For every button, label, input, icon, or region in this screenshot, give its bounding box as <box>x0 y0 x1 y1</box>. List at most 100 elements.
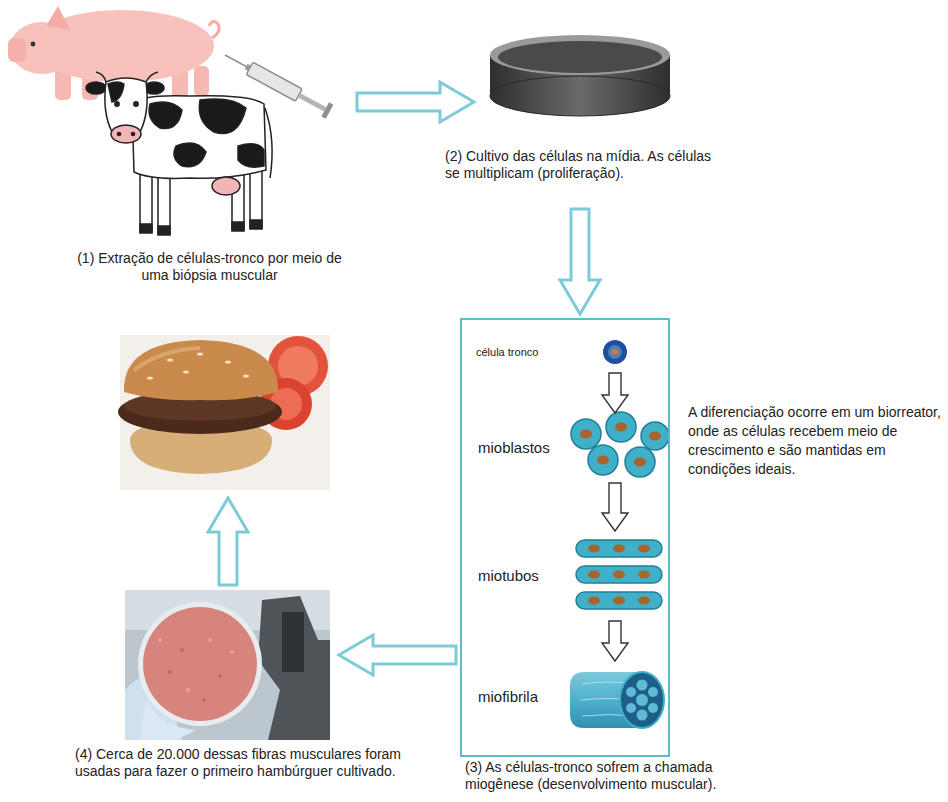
cultured-meat-photo-part <box>230 650 234 654</box>
cow-figure-part <box>250 166 262 228</box>
myoblast-cells-part <box>571 419 601 449</box>
flow-arrow <box>208 498 248 585</box>
cow-figure-part <box>199 99 246 134</box>
flow-arrow <box>602 373 628 413</box>
myoblast-cells <box>571 412 669 477</box>
hamburger-photo-part <box>134 348 200 370</box>
note-text: A diferenciação ocorre em um biorreator,… <box>688 403 942 479</box>
syringe-figure-part <box>225 55 248 67</box>
cow-figure-part <box>158 226 170 235</box>
myoblast-cells-part <box>580 430 592 439</box>
stage-row: célula tronco <box>472 336 667 370</box>
step-caption: (3) As células-tronco sofrem a chamada m… <box>465 759 765 793</box>
syringe-figure <box>221 48 333 119</box>
myotube-cells-part <box>613 597 625 605</box>
hamburger-photo-part <box>225 360 231 363</box>
step-panel: (2) Cultivo das células na mídia. As cél… <box>478 15 698 205</box>
cultured-meat-photo-part <box>282 612 304 672</box>
myoblast-cells-part <box>588 445 618 475</box>
stage-label: mioblastos <box>478 439 550 457</box>
cow-figure-part <box>265 108 272 178</box>
cultured-meat-photo-part <box>258 596 330 740</box>
myotube-cells-part <box>588 571 600 579</box>
bioreactor-box: célula tronco mioblastos miotubos miofibril… <box>460 318 670 757</box>
myotube-cells-part <box>588 545 600 553</box>
cow-figure-part <box>115 102 119 106</box>
cultured-meat-photo-part <box>180 648 184 652</box>
flow-arrow <box>602 483 628 531</box>
pig-figure-part <box>172 68 188 98</box>
cow-figure-part <box>146 72 158 82</box>
petri-dish <box>490 35 670 116</box>
syringe-figure-part <box>245 64 251 71</box>
hamburger-photo-part <box>243 374 249 377</box>
pig-figure-part <box>55 68 71 100</box>
stem-cell-part <box>608 345 622 359</box>
cow-figure-part <box>232 222 244 231</box>
cow-figure-part <box>238 144 264 167</box>
myotube-cells-part <box>638 545 650 553</box>
myoblast-cells-part <box>634 458 646 467</box>
syringe-figure-part <box>298 93 327 112</box>
stage-row: miotubos <box>472 534 667 618</box>
hamburger-photo-part <box>270 388 302 420</box>
cultured-meat-photo-part <box>208 638 212 642</box>
cultured-meat-photo-part <box>202 698 206 702</box>
myotube-cells-part <box>576 566 662 583</box>
cultured-meat-photo-part <box>143 607 257 721</box>
myofibril-part <box>648 687 658 697</box>
cow-figure <box>86 72 272 235</box>
hamburger-photo-part <box>268 336 328 396</box>
cow-figure-part <box>117 132 120 135</box>
cultured-meat-photo-part <box>125 590 330 740</box>
hamburger-photo-part <box>124 340 278 400</box>
myoblast-cells-part <box>597 456 609 465</box>
petri-dish-part <box>490 35 670 75</box>
myofibril-part <box>637 680 648 691</box>
hamburger-photo-part <box>260 378 312 430</box>
hamburger-photo <box>118 335 330 490</box>
cow-figure-part <box>212 177 240 195</box>
petri-dish-part <box>490 76 670 116</box>
myotube-cells-part <box>613 571 625 579</box>
hamburger-photo-part <box>183 370 189 373</box>
myotube-cells-part <box>638 571 650 579</box>
myotube-cells-part <box>576 592 662 609</box>
cow-figure-part <box>250 220 262 229</box>
myofibril-part <box>637 710 648 721</box>
cultured-meat-photo-part <box>158 638 162 642</box>
cultured-meat-photo-part <box>140 700 196 740</box>
hamburger-photo-part <box>197 352 203 355</box>
stem-cell-part <box>611 349 619 355</box>
cultured-meat-photo-part <box>168 670 172 674</box>
cow-figure-part <box>140 168 152 232</box>
stage-row: mioblastos <box>472 416 667 480</box>
petri-dish-part <box>498 41 662 73</box>
myotube-cells <box>576 540 662 609</box>
cow-figure-part <box>132 96 266 179</box>
myofibril-part <box>620 672 664 728</box>
stage-label: célula tronco <box>476 346 538 359</box>
pig-figure-part <box>30 10 214 82</box>
cultured-meat-photo-part <box>186 688 190 692</box>
myoblast-cells-part <box>641 422 669 450</box>
stage-label: miofibrila <box>478 688 538 706</box>
stem-cell-part <box>603 340 627 364</box>
hamburger-photo-part <box>147 376 153 379</box>
myofibril <box>570 672 664 728</box>
cow-figure-part <box>131 132 134 135</box>
stage-label: miotubos <box>478 567 539 585</box>
cultured-meat-photo-part <box>125 590 330 630</box>
myotube-cells-part <box>638 597 650 605</box>
pig-figure-part <box>8 38 26 62</box>
myoblast-cells-part <box>649 432 661 441</box>
myoblast-cells-part <box>625 447 655 477</box>
flow-arrow <box>602 621 628 661</box>
myofibril-part <box>648 703 658 713</box>
cultured-meat-photo <box>125 590 330 740</box>
flow-arrow <box>339 635 456 675</box>
cow-figure-part <box>144 82 164 94</box>
cow-figure-part <box>108 82 124 102</box>
